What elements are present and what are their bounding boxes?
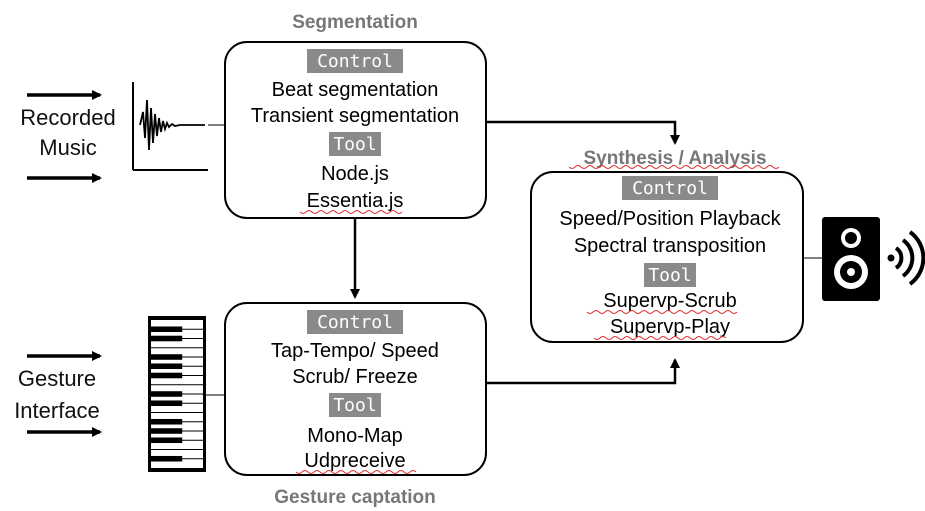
spellcheck-underline — [295, 470, 417, 474]
gesture-tool-2: Udpreceive — [304, 450, 405, 472]
piano-black-key — [151, 354, 183, 360]
gesture-control-2: Scrub/ Freeze — [292, 366, 418, 388]
segmentation-control-tag-bg — [307, 49, 403, 73]
recorded-music-label-line1: Recorded — [20, 105, 115, 130]
synthesis-analysis-title: Synthesis / Analysis — [583, 148, 766, 169]
speaker-icon — [822, 217, 880, 301]
gesture-captation-title: Gesture captation — [274, 487, 436, 508]
synthesis-tool-tag: Tool — [648, 265, 691, 286]
gesture-tool-tag: Tool — [333, 395, 376, 416]
piano-black-key — [151, 363, 183, 370]
gesture-interface-label-line2: Interface — [14, 398, 100, 423]
segmentation-tool-2: Essentia.js — [307, 190, 404, 212]
gesture-control-tag-bg — [307, 310, 403, 334]
segmentation-control-1: Beat segmentation — [272, 79, 439, 101]
synthesis-analysis-block: Synthesis / Analysis Control Speed/Posit… — [530, 148, 804, 343]
piano-black-key — [151, 418, 183, 425]
segmentation-tool-tag-bg — [329, 132, 381, 156]
waveform-icon — [132, 82, 208, 171]
gesture-control-tag: Control — [317, 312, 393, 333]
segmentation-title: Segmentation — [292, 12, 418, 33]
piano-keyboard-icon — [148, 316, 206, 472]
piano-black-key — [151, 326, 183, 333]
synthesis-control-2: Spectral transposition — [574, 235, 766, 257]
segmentation-tool-1: Node.js — [321, 163, 389, 185]
gesture-control-1: Tap-Tempo/ Speed — [271, 340, 439, 362]
spellcheck-underline — [593, 336, 727, 340]
gesture-captation-block: Control Tap-Tempo/ Speed Scrub/ Freeze T… — [224, 302, 487, 508]
spellcheck-underline — [586, 310, 738, 314]
segmentation-control-tag: Control — [317, 51, 393, 72]
piano-black-key — [151, 335, 183, 342]
segmentation-control-2: Transient segmentation — [251, 105, 459, 127]
piano-black-key — [151, 391, 183, 397]
recorded-music-input: Recorded Music — [20, 90, 116, 183]
gesture-tool-1: Mono-Map — [307, 425, 403, 447]
gesture-tool-tag-bg — [329, 393, 381, 417]
gesture-interface-label-line1: Gesture — [18, 366, 96, 391]
synthesis-tool-tag-bg — [644, 263, 696, 287]
segmentation-tool-tag: Tool — [333, 134, 376, 155]
gesture-captation-box — [224, 302, 487, 476]
recorded-music-label-line2: Music — [39, 135, 96, 160]
sound-waves-icon — [887, 230, 925, 286]
piano-black-key — [151, 400, 183, 407]
arrow-gesture-to-synthesis — [486, 358, 680, 385]
synthesis-tool-2: Supervp-Play — [610, 316, 730, 338]
synthesis-control-tag: Control — [632, 178, 708, 199]
piano-black-key — [151, 455, 183, 462]
synthesis-tool-1: Supervp-Scrub — [603, 290, 736, 312]
arrow-segmentation-to-synthesis — [486, 120, 680, 145]
synthesis-analysis-box — [530, 171, 804, 343]
synthesis-control-tag-bg — [622, 176, 718, 200]
spellcheck-underline — [568, 165, 780, 169]
segmentation-block: Segmentation Control Beat segmentation T… — [224, 12, 487, 219]
piano-black-key — [151, 372, 183, 379]
piano-black-key — [151, 428, 183, 434]
spellcheck-underline — [299, 210, 403, 214]
synthesis-control-1: Speed/Position Playback — [559, 208, 781, 230]
gesture-interface-input: Gesture Interface — [14, 351, 102, 437]
piano-black-key — [151, 437, 183, 444]
